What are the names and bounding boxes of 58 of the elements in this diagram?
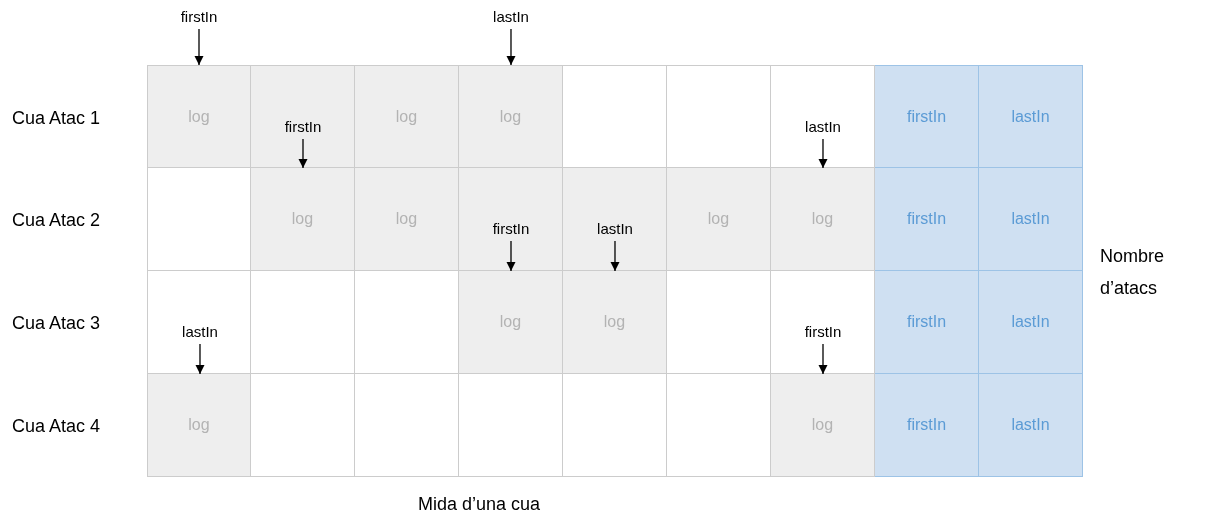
arrow [298,138,308,169]
arrow [195,343,205,375]
queue-cell: log [771,168,875,271]
index-cell: firstIn [875,168,979,271]
queue-cell [251,374,355,477]
row-label: Cua Atac 1 [12,108,101,129]
queue-cell [355,374,459,477]
queue-cell [667,65,771,168]
queue-cell [563,168,667,271]
pointer-label: firstIn [804,323,842,341]
pointer-label: lastIn [597,220,633,238]
arrow [818,343,828,375]
queue-cell [459,168,563,271]
queue-cell [147,271,251,374]
queue-cell: log [147,374,251,477]
row-label: Cua Atac 3 [12,313,101,334]
queue-cell [355,271,459,374]
queue-cell [667,271,771,374]
queue-cell [563,374,667,477]
index-cell: lastIn [979,168,1083,271]
queue-cell [771,65,875,168]
axis-label: Mida d’una cua [418,494,541,515]
queue-cell: log [355,168,459,271]
arrow [506,28,516,66]
queue-cell: log [563,271,667,374]
pointer-label: firstIn [180,8,218,26]
queue-cell [459,374,563,477]
arrow [194,28,204,66]
queue-cell: log [251,168,355,271]
queue-cell [667,374,771,477]
queue-cell [147,168,251,271]
index-cell: lastIn [979,271,1083,374]
arrow [818,138,828,169]
queue-cell [563,65,667,168]
pointer-label: firstIn [284,118,322,136]
index-cell: firstIn [875,65,979,168]
arrow [610,240,620,272]
queue-cell: log [459,65,563,168]
arrow [506,240,516,272]
queue-cell: log [459,271,563,374]
row-label: Cua Atac 2 [12,210,101,231]
pointer-label: lastIn [805,118,841,136]
queue-cell: log [355,65,459,168]
axis-label: Nombre d’atacs [1100,245,1166,300]
pointer-label: lastIn [182,323,218,341]
queue-cell [251,65,355,168]
index-cell: firstIn [875,374,979,477]
queue-cell [771,271,875,374]
queue-cell: log [147,65,251,168]
queue-cell: log [771,374,875,477]
index-cell: lastIn [979,374,1083,477]
index-cell: lastIn [979,65,1083,168]
pointer-label: firstIn [492,220,530,238]
pointer-label: lastIn [493,8,529,26]
queue-cell: log [667,168,771,271]
queue-cell [251,271,355,374]
row-label: Cua Atac 4 [12,416,101,437]
index-cell: firstIn [875,271,979,374]
